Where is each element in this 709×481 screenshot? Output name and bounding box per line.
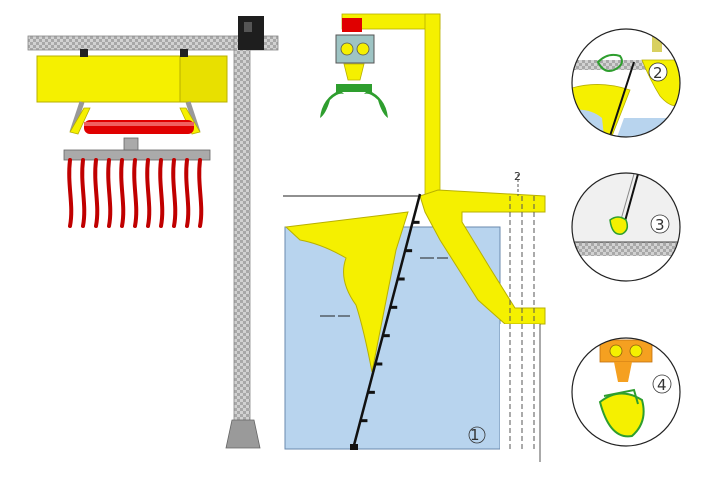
detail-circle-3: 3 <box>571 172 681 282</box>
crane-column <box>233 35 251 422</box>
detail-3-label: 3 <box>655 216 665 234</box>
gantry-crane-icon <box>27 16 279 449</box>
detail-circle-2: 2 <box>571 28 681 138</box>
trash-rake-icon <box>63 137 211 228</box>
rake-tine <box>184 158 191 228</box>
rake-tine <box>93 158 100 228</box>
crane-foot <box>225 419 261 449</box>
rake-tine <box>67 158 74 228</box>
crane-beam <box>27 35 279 51</box>
rake-tine <box>132 158 139 228</box>
main-label: 1 <box>470 426 480 444</box>
detail-2-label: 2 <box>653 64 663 82</box>
rake-tine <box>80 158 87 228</box>
trash-rack <box>351 193 422 450</box>
rake-tine <box>197 158 204 228</box>
rake-tine <box>171 158 178 228</box>
detail-circle-4: 4 <box>571 337 681 447</box>
hydraulic-grab-icon <box>320 13 441 201</box>
rake-tine <box>106 158 113 228</box>
floating-debris <box>284 211 409 373</box>
rake-tine <box>119 158 126 228</box>
rake-tine <box>145 158 152 228</box>
detail-4-label: 4 <box>657 376 667 394</box>
rake-tine <box>158 158 165 228</box>
intake-structure: 2 1 <box>283 170 546 462</box>
pipe-tag: 2 <box>514 170 521 183</box>
crane-motor <box>238 16 264 50</box>
